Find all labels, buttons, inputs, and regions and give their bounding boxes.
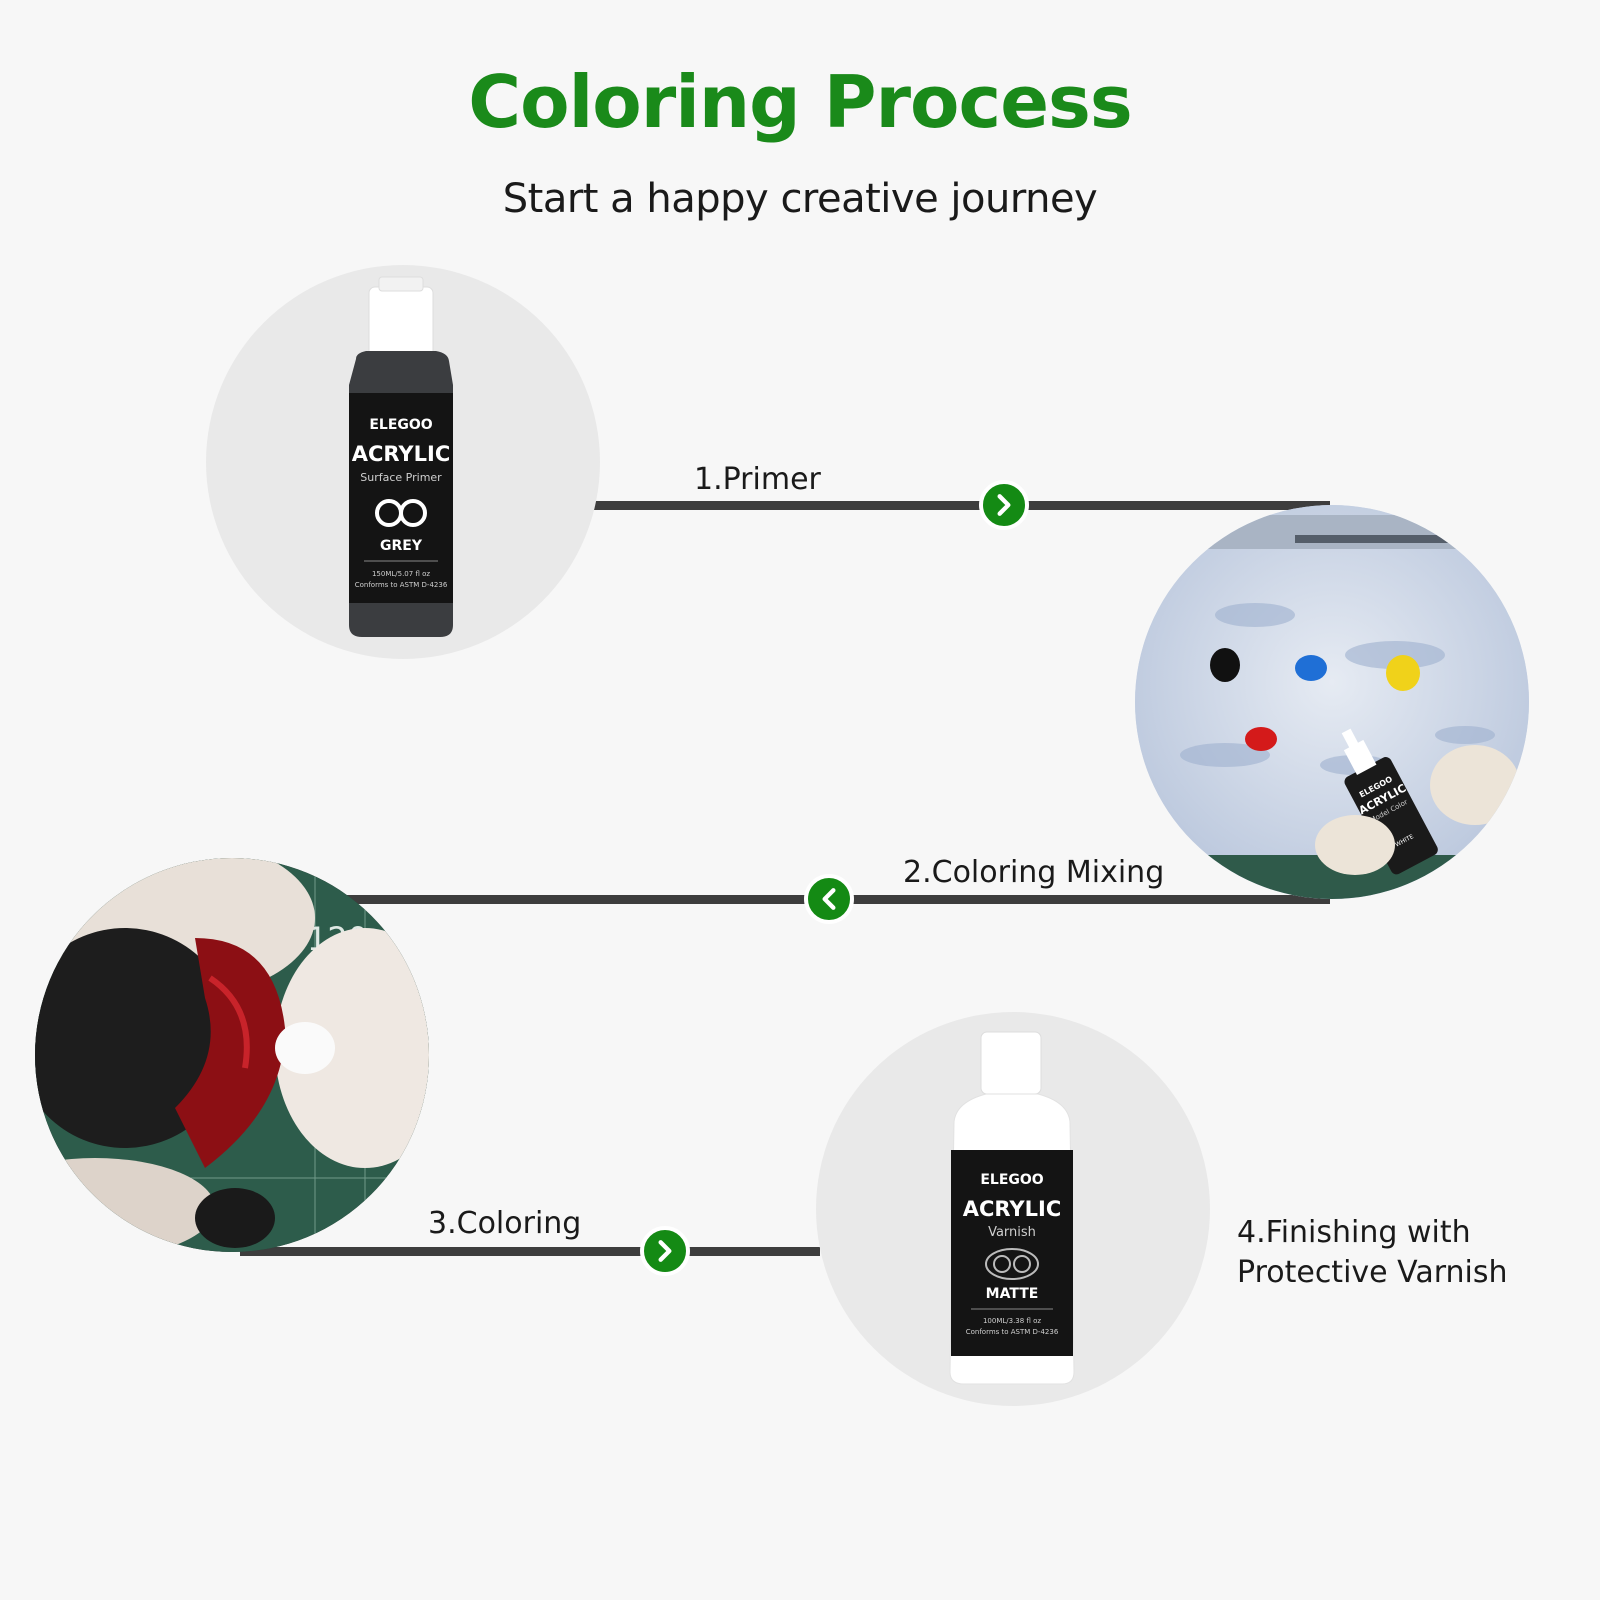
step-4-label-line-2: Protective Varnish	[1237, 1255, 1508, 1290]
step-2-label: 2.Coloring Mixing	[903, 855, 1165, 890]
primer-conformity: Conforms to ASTM D-4236	[355, 581, 448, 589]
primer-name: ACRYLIC	[352, 442, 451, 466]
chevron-right-icon	[979, 480, 1029, 530]
varnish-finish: MATTE	[986, 1286, 1039, 1302]
varnish-type: Varnish	[988, 1225, 1036, 1240]
primer-brand: ELEGOO	[369, 417, 432, 433]
connector-line-2	[240, 895, 1330, 904]
connector-line-3	[240, 1247, 820, 1256]
chevron-right-icon	[640, 1226, 690, 1276]
coloring-image: 120	[35, 858, 429, 1252]
varnish-brand: ELEGOO	[980, 1172, 1043, 1188]
step-4-label: 4.Finishing with Protective Varnish	[1237, 1213, 1508, 1293]
infinity-logo-icon	[985, 1248, 1039, 1280]
chevron-left-icon	[804, 874, 854, 924]
primer-color: GREY	[380, 538, 423, 554]
page-subtitle: Start a happy creative journey	[502, 176, 1098, 222]
step-1-label: 1.Primer	[694, 462, 821, 497]
varnish-volume: 100ML/3.38 fl oz	[983, 1317, 1041, 1325]
primer-bottle-image: ELEGOO ACRYLIC Surface Primer GREY 150ML…	[206, 265, 600, 659]
infinity-logo-icon	[375, 499, 427, 527]
step-3-label: 3.Coloring	[428, 1206, 582, 1241]
primer-type: Surface Primer	[360, 471, 442, 484]
varnish-conformity: Conforms to ASTM D-4236	[966, 1328, 1059, 1336]
varnish-name: ACRYLIC	[963, 1197, 1062, 1221]
step-4-label-line-1: 4.Finishing with	[1237, 1215, 1471, 1250]
primer-volume: 150ML/5.07 fl oz	[372, 570, 430, 578]
connector-line-1	[590, 501, 1330, 510]
color-mixing-image: ELEGOO ACRYLIC Model Color WHITE	[1135, 505, 1529, 899]
varnish-bottle-image: ELEGOO ACRYLIC Varnish MATTE 100ML/3.38 …	[816, 1012, 1210, 1406]
page-title: Coloring Process	[468, 60, 1132, 144]
